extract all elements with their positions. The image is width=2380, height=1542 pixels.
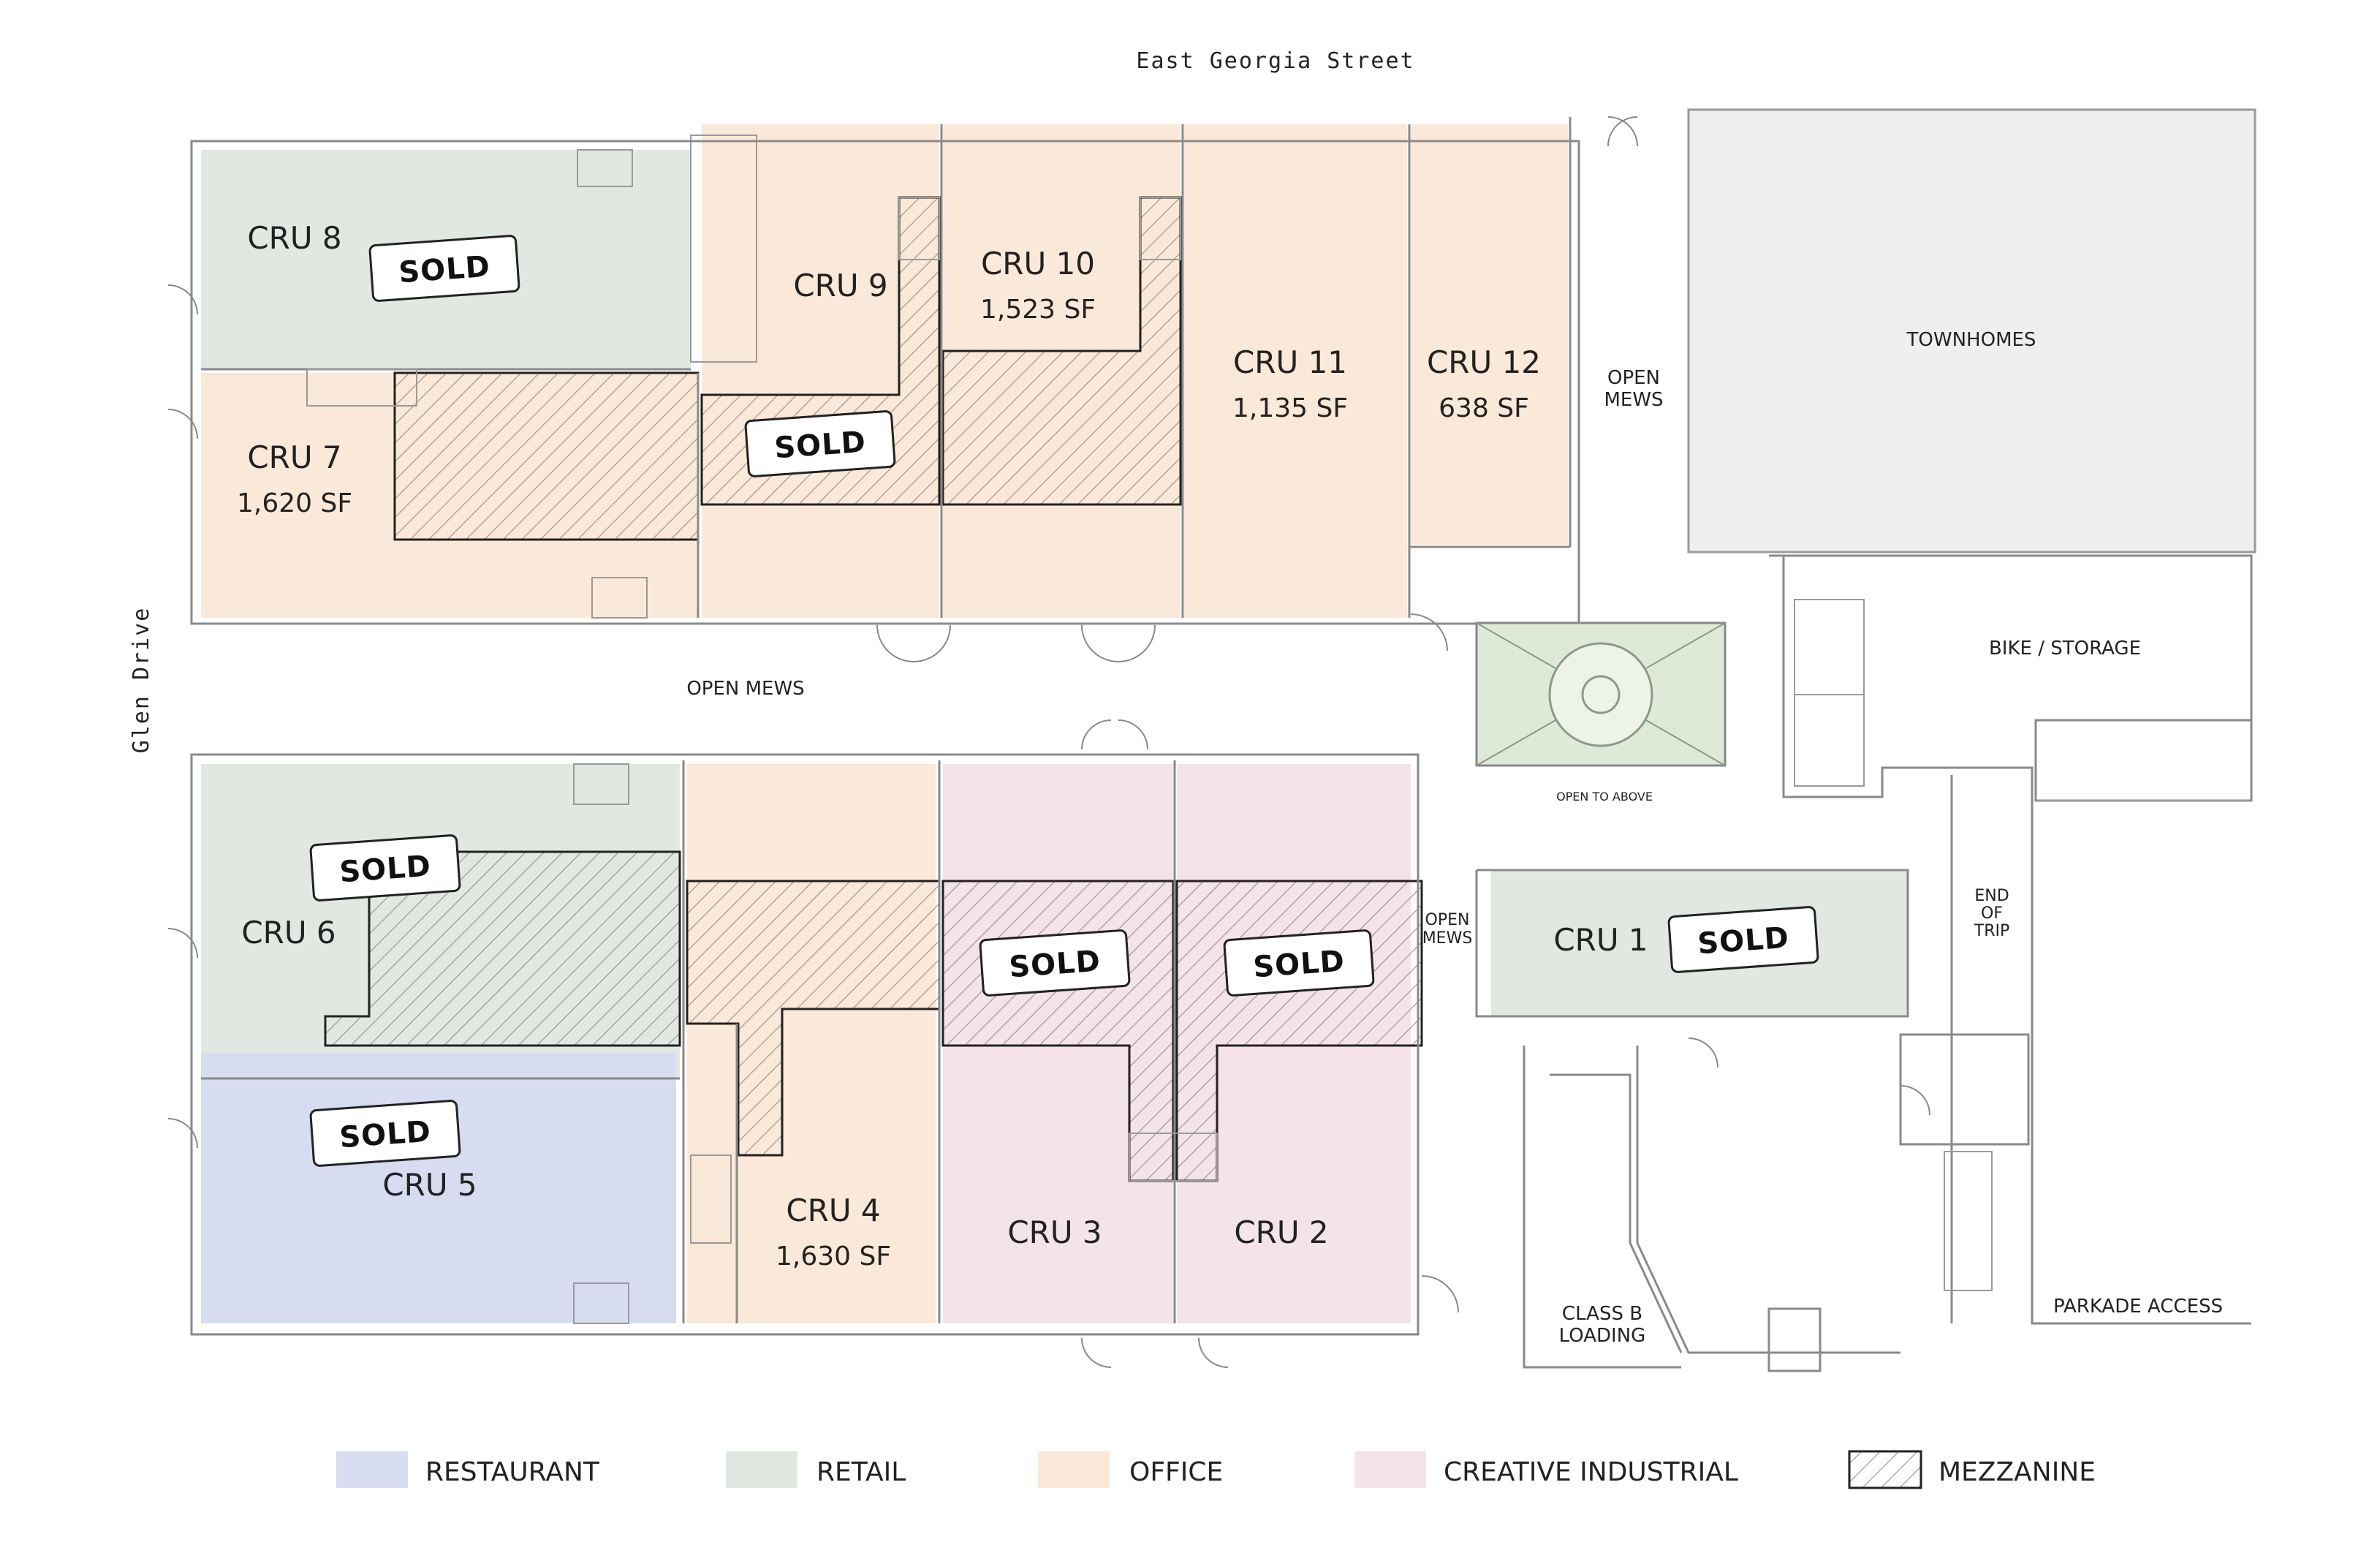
unit-labels: CRU 8 CRU 7 1,620 SF CRU 9 CRU 10 1,523 … <box>237 220 1648 1271</box>
cru12-fill <box>1411 124 1568 545</box>
open-mews-mid-label-2: MEWS <box>1422 929 1473 948</box>
legend-label-creative-industrial: CREATIVE INDUSTRIAL <box>1444 1457 1738 1487</box>
legend-item-mezzanine: MEZZANINE <box>1848 1450 2096 1489</box>
cru3-sold-badge: SOLD <box>979 929 1131 997</box>
cru10-label: CRU 10 <box>981 246 1095 281</box>
cru8-sold-badge: SOLD <box>368 235 520 302</box>
legend-label-office: OFFICE <box>1129 1457 1223 1487</box>
legend-label-mezzanine: MEZZANINE <box>1939 1457 2096 1487</box>
cru2-sold-badge: SOLD <box>1223 929 1375 997</box>
south-building <box>167 719 1459 1368</box>
cru7-label: CRU 7 <box>247 439 341 475</box>
open-mews-north-label-1: OPEN <box>1607 367 1660 389</box>
cru1-sold-text: SOLD <box>1697 921 1790 961</box>
south-building-outline <box>190 753 1420 1336</box>
north-building <box>167 116 1638 662</box>
bike-storage-label: BIKE / STORAGE <box>1989 638 2141 659</box>
cru5-fill <box>201 1053 676 1323</box>
end-of-trip-label-1: END <box>1974 887 2009 905</box>
parkade-access-label: PARKADE ACCESS <box>2053 1296 2223 1318</box>
townhomes-label: TOWNHOMES <box>1906 329 2036 351</box>
legend-item-restaurant: RESTAURANT <box>336 1451 600 1488</box>
cru2-sold-text: SOLD <box>1252 945 1346 985</box>
cru1-label: CRU 1 <box>1553 922 1648 958</box>
courtyard-planter <box>1548 642 1653 747</box>
cru9-sold-text: SOLD <box>773 426 867 466</box>
legend-item-office: OFFICE <box>1038 1451 1223 1488</box>
cru11-label: CRU 11 <box>1233 344 1347 380</box>
legend-swatch-office <box>1038 1451 1110 1488</box>
cru2-label: CRU 2 <box>1234 1214 1328 1250</box>
open-mews-north-label-2: MEWS <box>1604 389 1663 411</box>
cru6-label: CRU 6 <box>241 915 336 950</box>
end-of-trip-label-3: TRIP <box>1974 922 2009 940</box>
stair-core-north <box>690 135 757 363</box>
legend-swatch-restaurant <box>336 1451 408 1488</box>
cru6-mezzanine <box>324 850 681 1047</box>
legend-item-retail: RETAIL <box>726 1451 906 1488</box>
legend: RESTAURANT RETAIL OFFICE CREATIVE INDUST… <box>336 1450 2096 1489</box>
cru10-area: 1,523 SF <box>980 295 1096 325</box>
cru4-fill <box>687 764 936 1323</box>
cru4-area: 1,630 SF <box>776 1241 891 1271</box>
cru1-sold-badge: SOLD <box>1667 906 1819 973</box>
cru8-label: CRU 8 <box>247 220 341 256</box>
cru5-label: CRU 5 <box>382 1167 477 1203</box>
east-side <box>1475 108 2256 1372</box>
open-to-above-label: OPEN TO ABOVE <box>1556 790 1653 804</box>
cru12-label: CRU 12 <box>1427 344 1541 380</box>
street-label-west: Glen Drive <box>129 607 154 754</box>
cru11-area: 1,135 SF <box>1232 393 1348 423</box>
cru8-sold-text: SOLD <box>398 250 491 290</box>
street-label-north: East Georgia Street <box>1136 48 1414 74</box>
legend-label-retail: RETAIL <box>816 1457 906 1487</box>
cru9-sold-badge: SOLD <box>744 410 896 477</box>
legend-label-restaurant: RESTAURANT <box>425 1457 600 1487</box>
cru3-label: CRU 3 <box>1007 1214 1102 1250</box>
legend-swatch-retail <box>726 1451 797 1488</box>
townhomes-block <box>1687 108 2256 553</box>
cru12-area: 638 SF <box>1439 393 1529 423</box>
class-b-loading-label-1: CLASS B <box>1562 1303 1642 1325</box>
cru9-label: CRU 9 <box>793 268 887 303</box>
cru3-sold-text: SOLD <box>1008 945 1102 985</box>
legend-swatch-creative-industrial <box>1354 1451 1426 1488</box>
sold-badges: SOLD SOLD SOLD SOLD SOLD SOLD SOLD <box>309 235 1819 1167</box>
legend-item-creative-industrial: CREATIVE INDUSTRIAL <box>1354 1451 1738 1488</box>
open-mews-mid-label-1: OPEN <box>1425 911 1470 929</box>
area-labels: TOWNHOMES BIKE / STORAGE OPEN MEWS OPEN … <box>686 329 2223 1347</box>
cru7-mezzanine <box>393 371 700 541</box>
cru5-sold-badge: SOLD <box>309 1100 461 1167</box>
class-b-loading-label-2: LOADING <box>1559 1325 1646 1347</box>
north-building-outline <box>190 140 1580 625</box>
cru7-area: 1,620 SF <box>237 488 352 518</box>
end-of-trip-label-2: OF <box>1981 904 2003 923</box>
cru11-fill <box>1184 124 1407 618</box>
cru4-label: CRU 4 <box>786 1193 880 1228</box>
open-mews-center-label: OPEN MEWS <box>686 678 804 700</box>
legend-swatch-mezzanine <box>1848 1450 1922 1489</box>
cru5-sold-text: SOLD <box>338 1115 432 1155</box>
cru6-sold-badge: SOLD <box>309 834 461 902</box>
cru6-sold-text: SOLD <box>338 850 432 890</box>
